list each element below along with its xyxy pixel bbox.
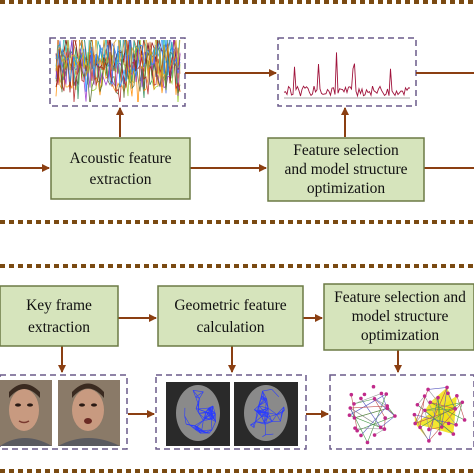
landmark-graph-2 <box>412 385 467 443</box>
acoustic-box-line1: Acoustic feature <box>70 150 172 167</box>
face-mesh-2 <box>234 382 298 446</box>
keyframe-line2: extraction <box>28 319 90 336</box>
acoustic-box-line2: extraction <box>90 171 152 188</box>
top-feature-selection-box: Feature selection and model structure op… <box>267 137 425 202</box>
feature-graph-images-frame <box>329 374 474 450</box>
geometric-feature-calculation-box: Geometric feature calculation <box>157 285 304 347</box>
face-mesh-1 <box>166 382 230 446</box>
selected-features-plot <box>283 52 411 99</box>
acoustic-feature-extraction-box: Acoustic feature extraction <box>50 137 191 200</box>
geometric-line1: Geometric feature <box>174 297 286 314</box>
landmark-graph-1 <box>347 384 397 445</box>
bottom-selection-line2: model structure <box>352 308 449 325</box>
acoustic-features-image-frame <box>49 37 186 107</box>
face-mesh-images-frame <box>155 374 307 450</box>
face-photo-1 <box>0 380 52 446</box>
bottom-selection-line1: Feature selection and <box>334 289 466 306</box>
key-frame-extraction-box: Key frame extraction <box>0 285 119 347</box>
keyframe-line1: Key frame <box>26 297 92 314</box>
acoustic-features-plot <box>55 40 181 102</box>
top-selection-line2: and model structure <box>284 161 407 178</box>
top-selection-line1: Feature selection <box>293 142 399 159</box>
bottom-feature-selection-box: Feature selection and model structure op… <box>323 283 474 351</box>
geometric-line2: calculation <box>197 319 265 336</box>
key-frame-images-frame <box>0 374 128 450</box>
bottom-selection-line3: optimization <box>361 327 440 344</box>
top-selection-line3: optimization <box>307 180 386 197</box>
face-photo-2 <box>58 380 120 446</box>
